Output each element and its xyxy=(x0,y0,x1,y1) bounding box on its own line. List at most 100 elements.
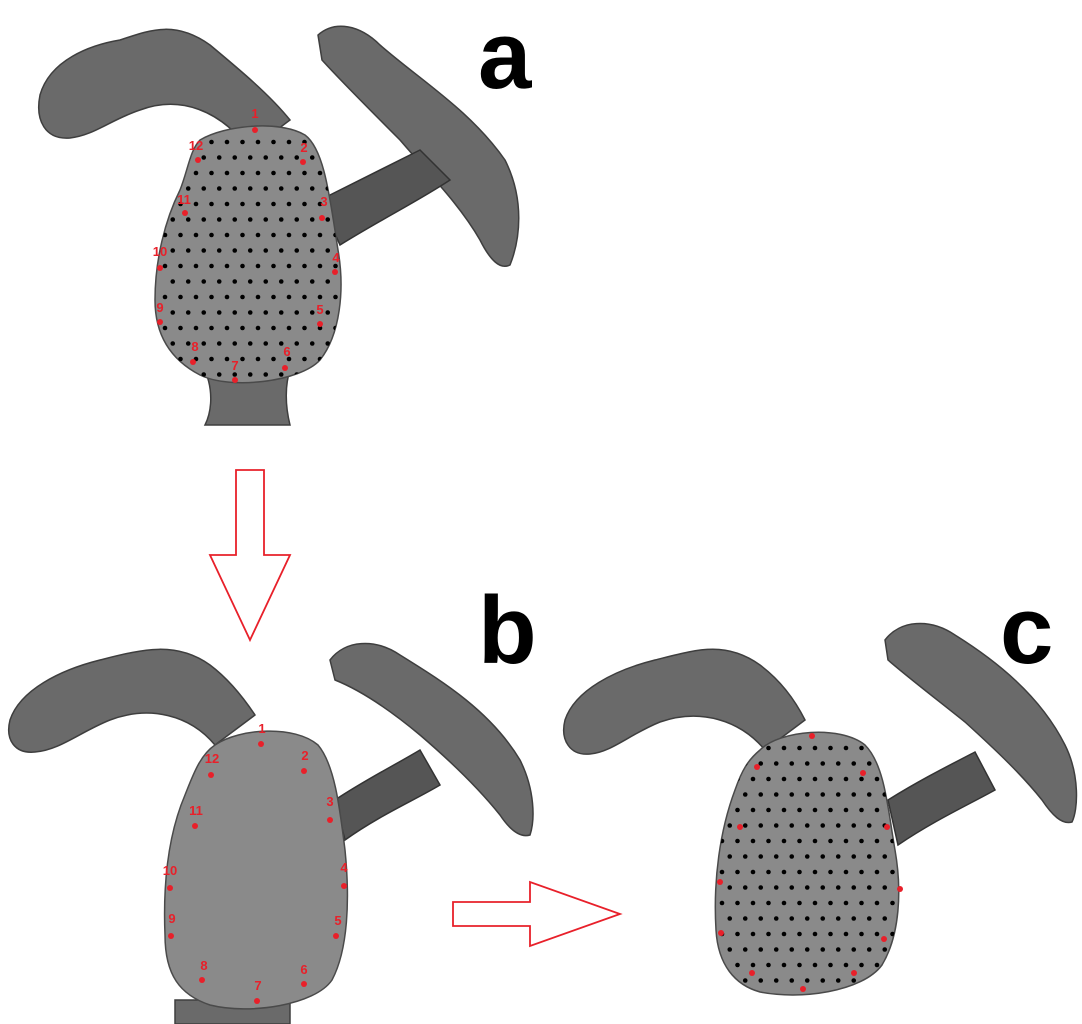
grid-point-a xyxy=(178,295,183,300)
grid-point-c xyxy=(774,854,779,859)
grid-point-a xyxy=(271,326,276,331)
grid-point-c xyxy=(851,947,856,952)
grid-point-c xyxy=(882,761,887,766)
landmark-label: 10 xyxy=(163,863,177,878)
landmark-dot xyxy=(341,883,347,889)
grid-point-a xyxy=(209,171,214,176)
grid-point-c xyxy=(867,761,872,766)
grid-point-c xyxy=(789,854,794,859)
landmark-dot xyxy=(195,157,201,163)
grid-point-c xyxy=(751,839,756,844)
grid-point-c xyxy=(859,870,864,875)
grid-point-a xyxy=(310,310,315,315)
grid-point-a xyxy=(170,372,175,377)
scapular-spine-b xyxy=(335,750,440,840)
grid-point-a xyxy=(248,372,253,377)
grid-point-c xyxy=(782,777,787,782)
grid-point-c xyxy=(797,901,802,906)
grid-point-c xyxy=(758,792,763,797)
grid-point-c xyxy=(820,885,825,890)
grid-point-a xyxy=(201,310,206,315)
grid-point-c xyxy=(836,978,841,983)
grid-point-a xyxy=(163,295,168,300)
grid-point-a xyxy=(170,341,175,346)
grid-point-a xyxy=(240,295,245,300)
grid-point-c xyxy=(882,854,887,859)
grid-point-a xyxy=(302,171,307,176)
grid-point-a xyxy=(232,248,237,253)
landmark-label: 9 xyxy=(156,300,163,315)
grid-point-a xyxy=(263,186,268,191)
grid-point-c xyxy=(758,947,763,952)
grid-point-c xyxy=(774,823,779,828)
grid-point-a xyxy=(217,186,222,191)
grid-point-a xyxy=(217,341,222,346)
grid-point-c xyxy=(735,963,740,968)
grid-point-c xyxy=(735,839,740,844)
grid-point-c xyxy=(766,777,771,782)
grid-point-a xyxy=(225,233,230,238)
grid-point-c xyxy=(882,978,887,983)
grid-point-a xyxy=(256,171,261,176)
landmark-dot xyxy=(897,886,903,892)
grid-point-c xyxy=(782,963,787,968)
grid-point-c xyxy=(805,885,810,890)
grid-point-a xyxy=(263,310,268,315)
grid-point-c xyxy=(875,901,880,906)
landmark-dot xyxy=(881,936,887,942)
grid-point-a xyxy=(170,155,175,160)
grid-point-c xyxy=(851,761,856,766)
landmark-dot xyxy=(192,823,198,829)
landmark-dot xyxy=(157,319,163,325)
grid-point-c xyxy=(820,761,825,766)
grid-point-a xyxy=(325,372,330,377)
grid-point-c xyxy=(743,854,748,859)
grid-point-c xyxy=(766,932,771,937)
grid-point-a xyxy=(232,155,237,160)
landmark-label: 11 xyxy=(177,192,191,207)
grid-point-a xyxy=(170,217,175,222)
landmark-label: 3 xyxy=(320,194,327,209)
grid-point-a xyxy=(279,155,284,160)
landmark-label: 2 xyxy=(300,140,307,155)
landmark-dot xyxy=(190,359,196,365)
grid-point-c xyxy=(805,947,810,952)
grid-point-a xyxy=(178,171,183,176)
landmark-label: 9 xyxy=(168,911,175,926)
grid-point-a xyxy=(287,264,292,269)
grid-point-a xyxy=(186,310,191,315)
grid-point-a xyxy=(194,233,199,238)
grid-point-a xyxy=(209,140,214,145)
grid-point-a xyxy=(256,202,261,207)
grid-point-a xyxy=(240,171,245,176)
grid-point-c xyxy=(875,932,880,937)
grid-point-a xyxy=(302,233,307,238)
grid-point-c xyxy=(836,854,841,859)
grid-point-a xyxy=(279,372,284,377)
grid-point-c xyxy=(774,761,779,766)
grid-point-c xyxy=(813,839,818,844)
grid-point-a xyxy=(217,310,222,315)
grid-point-c xyxy=(813,870,818,875)
grid-point-c xyxy=(797,839,802,844)
grid-point-c xyxy=(735,808,740,813)
grid-point-c xyxy=(774,916,779,921)
grid-point-a xyxy=(201,217,206,222)
grid-point-a xyxy=(287,326,292,331)
grid-point-c xyxy=(813,808,818,813)
landmark-dot xyxy=(884,824,890,830)
grid-point-a xyxy=(325,217,330,222)
grid-point-a xyxy=(294,155,299,160)
grid-point-a xyxy=(310,217,315,222)
glenoid-b xyxy=(165,731,348,1009)
grid-point-c xyxy=(859,932,864,937)
grid-point-a xyxy=(279,310,284,315)
grid-point-c xyxy=(844,839,849,844)
grid-point-a xyxy=(186,341,191,346)
grid-point-c xyxy=(820,947,825,952)
grid-point-c xyxy=(758,916,763,921)
grid-point-a xyxy=(217,279,222,284)
landmark-label: 7 xyxy=(254,978,261,993)
landmark-label: 5 xyxy=(316,302,323,317)
